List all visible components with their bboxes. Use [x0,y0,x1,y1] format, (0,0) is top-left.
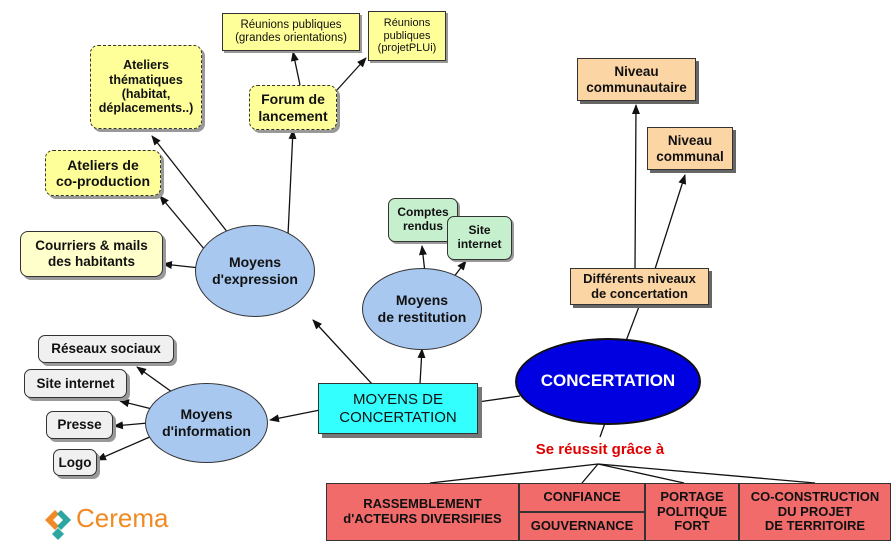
node-reunions-plui: Réunions publiques (projetPLUi) [368,11,446,61]
arrow-expression-courriers [162,260,201,269]
arrow-niveaux-communal [654,174,687,270]
node-site-internet: Site internet [24,369,127,398]
node-differents-niveaux: Différents niveaux de concertation [570,268,709,305]
arrow-expression-coproduction [159,195,206,251]
node-logo: Logo [53,449,97,476]
node-moyens-information: Moyens d'information [145,383,268,463]
label-se-reussit: Se réussit grâce à [535,441,665,459]
link-concertation-moyens [477,395,521,403]
node-forum-lancement: Forum de lancement [249,85,337,130]
node-courriers-mails: Courriers & mails des habitants [20,231,163,277]
arrow-concertation-restitution [417,348,426,385]
logo-mark-teal [57,510,71,530]
link-tree-rassemblement [429,463,599,484]
node-reseaux-sociaux: Réseaux sociaux [38,335,174,363]
node-concertation: CONCERTATION [515,338,701,425]
node-site-internet-green: Site internet [447,216,512,260]
link-concertation-niveaux [625,303,641,342]
node-ateliers-thematiques: Ateliers thématiques (habitat, déplaceme… [90,45,202,129]
node-moyens-expression: Moyens d'expression [195,225,315,317]
node-niveau-communal: Niveau communal [647,127,733,170]
arrow-expression-forum [287,129,297,236]
arrow-concertation-information [269,409,321,423]
arrow-forum-reunions2 [336,57,367,91]
arrow-niveaux-communautaire [631,104,640,270]
node-ateliers-coproduction: Ateliers de co-production [45,150,161,196]
cerema-logo-mark [45,510,71,540]
node-gouvernance: GOUVERNANCE [519,512,645,541]
node-rassemblement: RASSEMBLEMENT d'ACTEURS DIVERSIFIES [326,483,519,541]
node-coconstruction: CO-CONSTRUCTION DU PROJET DE TERRITOIRE [739,483,891,541]
node-portage-politique: PORTAGE POLITIQUE FORT [645,483,739,541]
arrow-information-presse [113,421,149,430]
node-moyens-restitution: Moyens de restitution [362,268,482,350]
node-comptes-rendus: Comptes rendus [388,198,458,242]
arrow-forum-reunions1 [290,51,301,86]
arrow-concertation-expression [312,319,373,385]
node-confiance: CONFIANCE [519,483,645,512]
node-presse: Presse [46,411,113,439]
node-reunions-grandes-orientations: Réunions publiques (grandes orientations… [222,13,360,51]
arrow-information-logo [96,435,153,461]
logo-mark-orange [45,510,59,530]
node-niveau-communautaire: Niveau communautaire [577,58,696,101]
link-concertation-sereussit [599,422,606,438]
arrow-expression-ateliers [151,135,233,239]
arrow-information-reseaux [136,366,173,393]
link-tree-portage [597,463,685,484]
node-moyens-concertation: MOYENS DE CONCERTATION [318,383,478,434]
logo-mark-teal-bottom [52,528,64,540]
link-tree-coconstruction [597,463,816,484]
link-tree-confiance [581,463,599,484]
cerema-logo-text: Cerema [76,503,169,533]
arrow-information-site [119,399,153,410]
